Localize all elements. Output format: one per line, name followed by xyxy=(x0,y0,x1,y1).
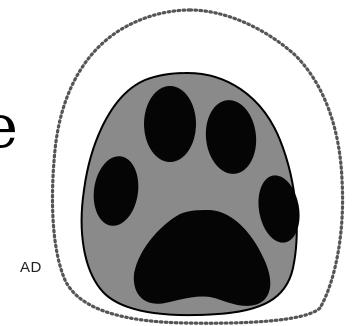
toe-pad-middle-left xyxy=(144,86,196,162)
ad-label: AD xyxy=(20,259,42,277)
